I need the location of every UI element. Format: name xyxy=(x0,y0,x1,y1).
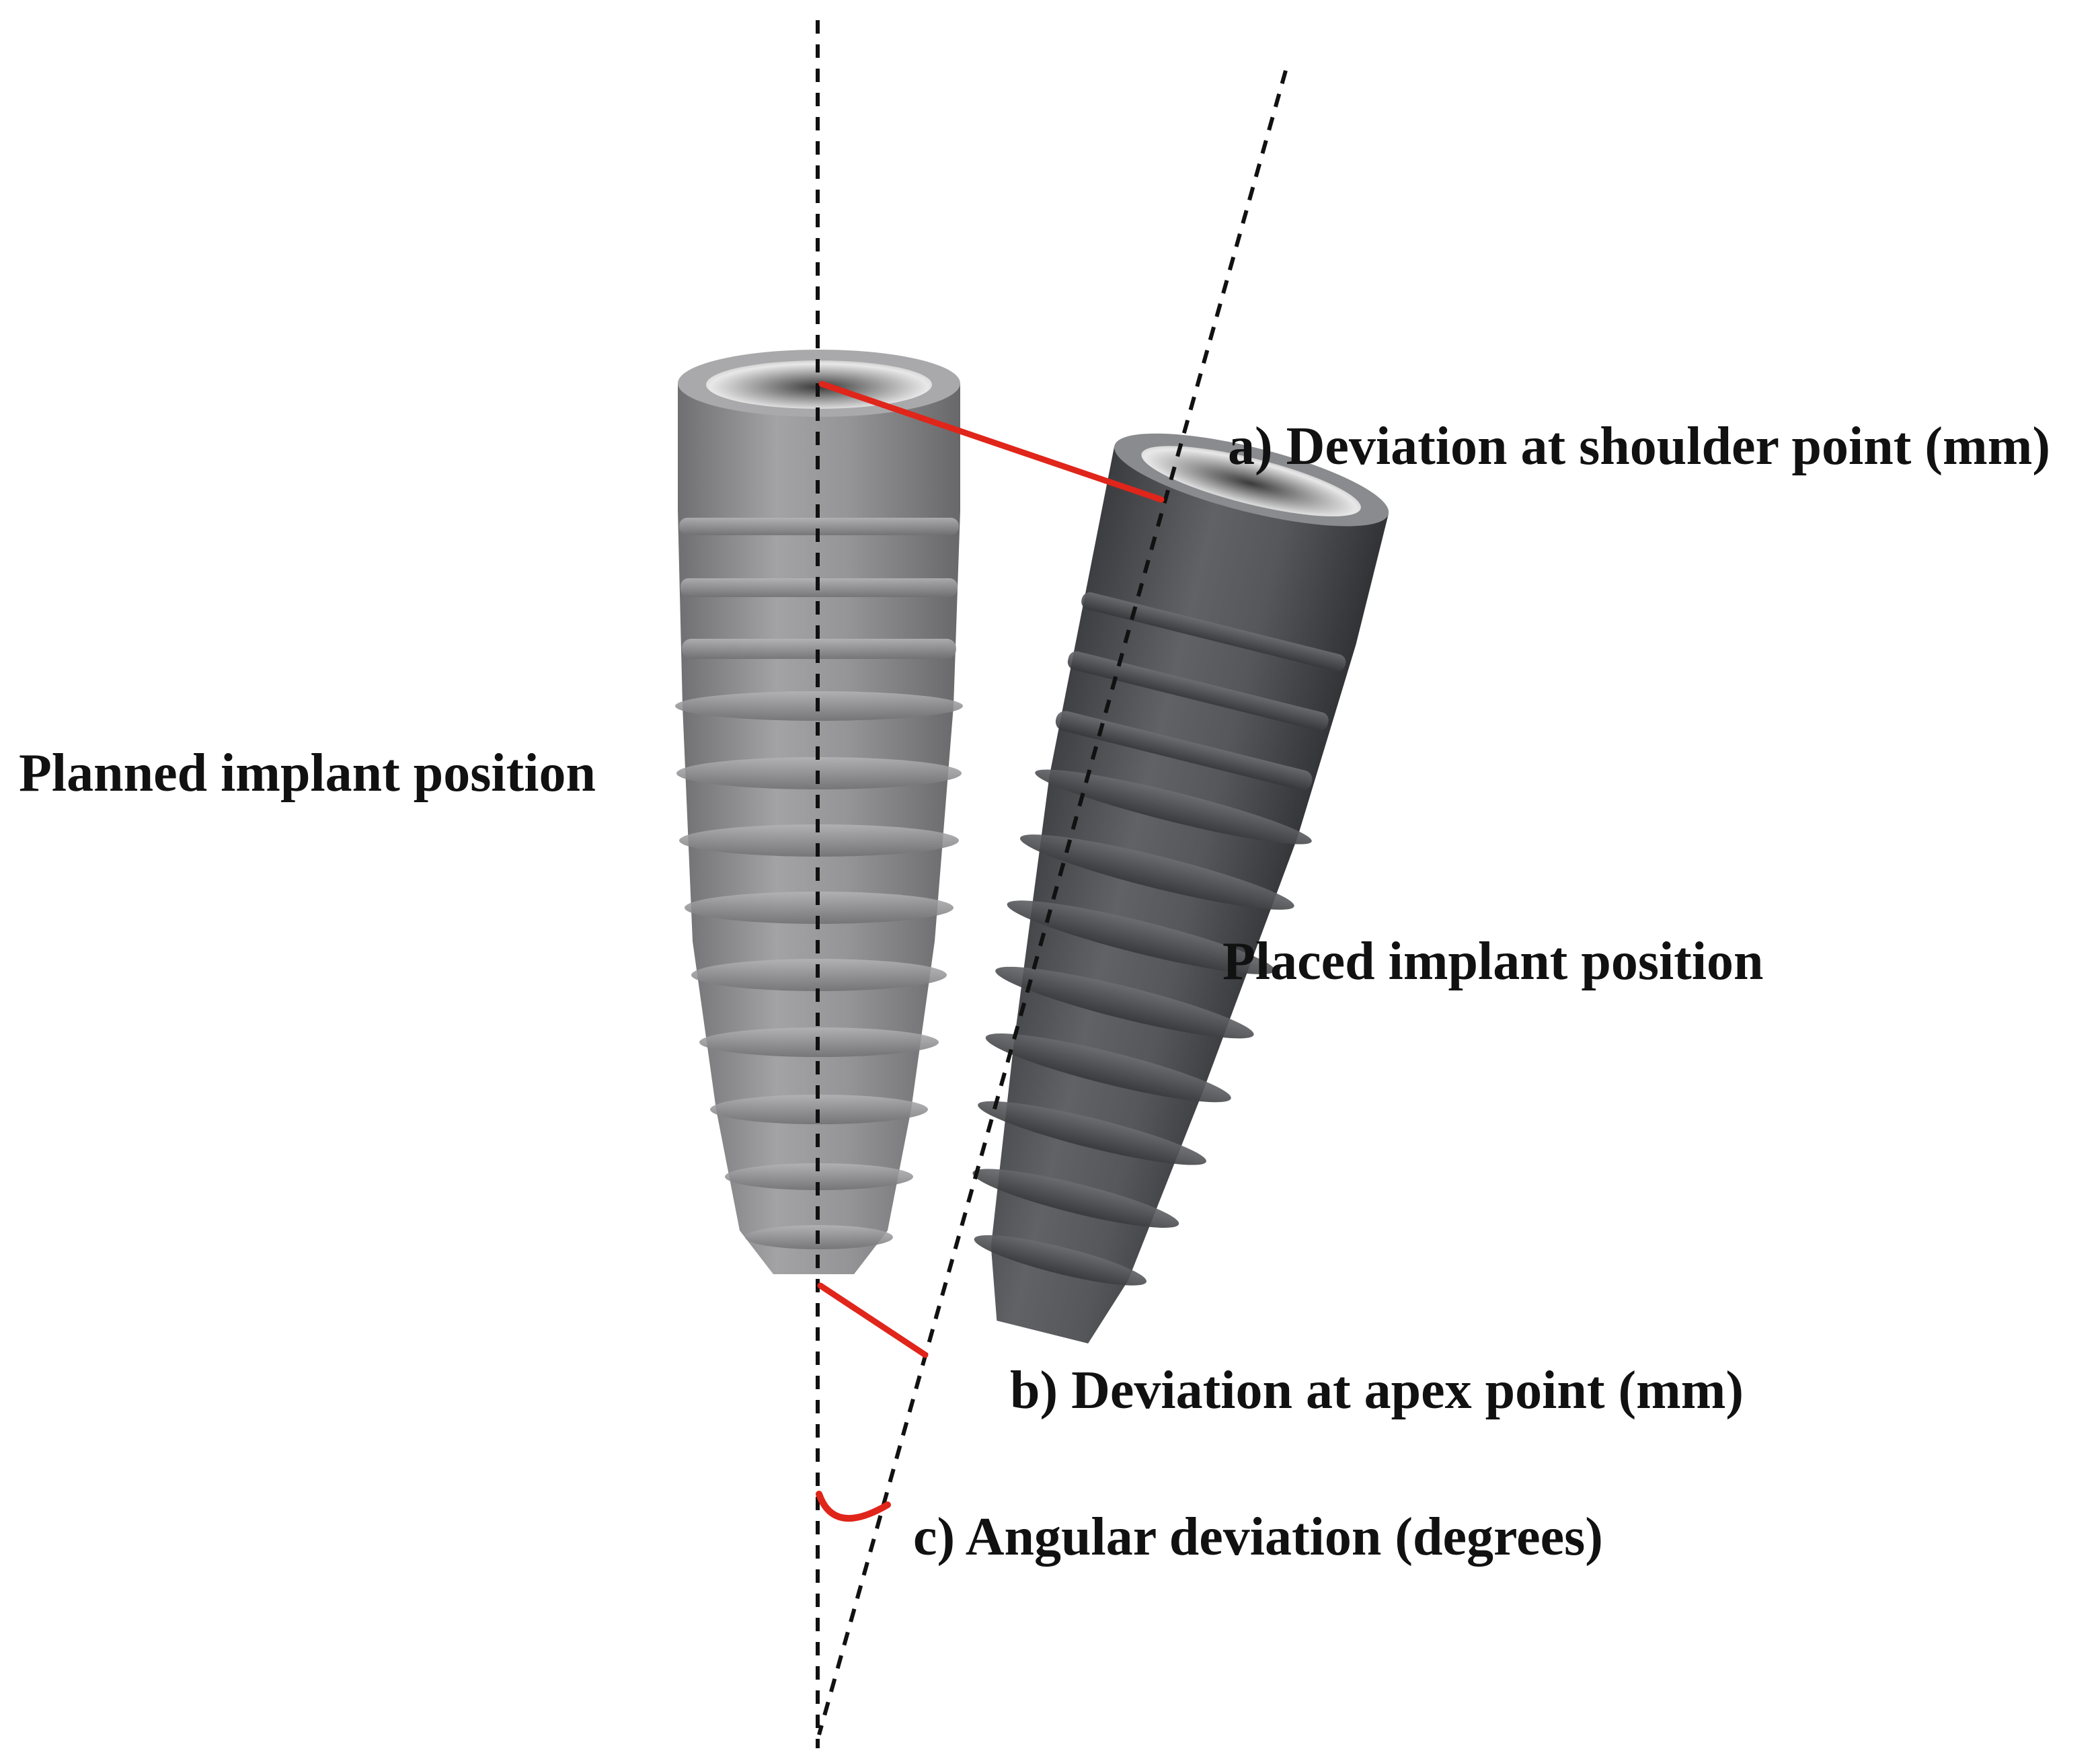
planned-implant-label: Planned implant position xyxy=(19,744,596,803)
angular-deviation-arc xyxy=(816,1491,891,1522)
shoulder-deviation-label: a) Deviation at shoulder point (mm) xyxy=(1228,417,2050,476)
placed-axis-line xyxy=(817,70,1288,1735)
angular-deviation-label: c) Angular deviation (degrees) xyxy=(913,1508,1603,1567)
placed-implant-label: Placed implant position xyxy=(1222,932,1764,991)
placed-implant-bore xyxy=(1141,446,1361,516)
placed-implant-threads xyxy=(972,592,1346,1286)
placed-implant-body xyxy=(990,445,1389,1344)
apex-deviation-label: b) Deviation at apex point (mm) xyxy=(1010,1361,1744,1420)
planned-implant-threads xyxy=(675,518,963,1249)
shoulder-deviation-line xyxy=(818,381,1165,503)
apex-deviation-line xyxy=(817,1282,929,1358)
placed-implant xyxy=(972,433,1389,1344)
